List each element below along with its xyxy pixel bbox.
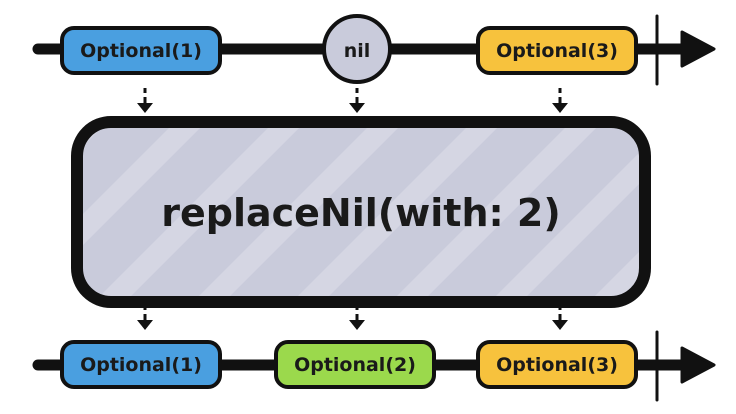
input-event-chip	[476, 26, 638, 75]
input-event-label: nil	[344, 40, 371, 62]
input-event-label: Optional(1)	[80, 40, 202, 62]
output-arrows	[137, 305, 568, 330]
down-arrow-icon	[137, 88, 153, 113]
input-event-optional-1: Optional(1)	[60, 26, 222, 75]
down-arrow-icon	[137, 305, 153, 330]
operator-box-stripes	[77, 122, 645, 302]
input-arrows	[137, 88, 568, 113]
output-arrowhead	[680, 346, 716, 384]
input-event-nil: nil	[322, 14, 392, 84]
output-event-optional-3: Optional(3)	[476, 340, 638, 389]
output-event-optional-1: Optional(1)	[60, 340, 222, 389]
down-arrow-icon	[349, 305, 365, 330]
operator-label: replaceNil(with: 2)	[161, 191, 560, 235]
down-arrow-icon	[552, 305, 568, 330]
input-event-label: Optional(3)	[496, 40, 618, 62]
input-event-chip	[60, 26, 222, 75]
output-event-label: Optional(3)	[496, 354, 618, 376]
down-arrow-icon	[349, 88, 365, 113]
output-event-chip	[476, 340, 638, 389]
operator-box-border	[71, 116, 651, 308]
output-event-chip	[274, 340, 436, 389]
output-event-label: Optional(1)	[80, 354, 202, 376]
output-event-chip	[60, 340, 222, 389]
output-timeline: Optional(1) Optional(2) Optional(3)	[32, 330, 716, 402]
operator-box: replaceNil(with: 2)	[71, 116, 651, 308]
input-timeline: Optional(1) nil Optional(3)	[32, 14, 716, 86]
input-arrowhead	[680, 30, 716, 68]
output-event-optional-2: Optional(2)	[274, 340, 436, 389]
down-arrow-icon	[552, 88, 568, 113]
input-event-nil-marble	[322, 14, 392, 84]
output-event-label: Optional(2)	[294, 354, 416, 376]
input-event-optional-3: Optional(3)	[476, 26, 638, 75]
